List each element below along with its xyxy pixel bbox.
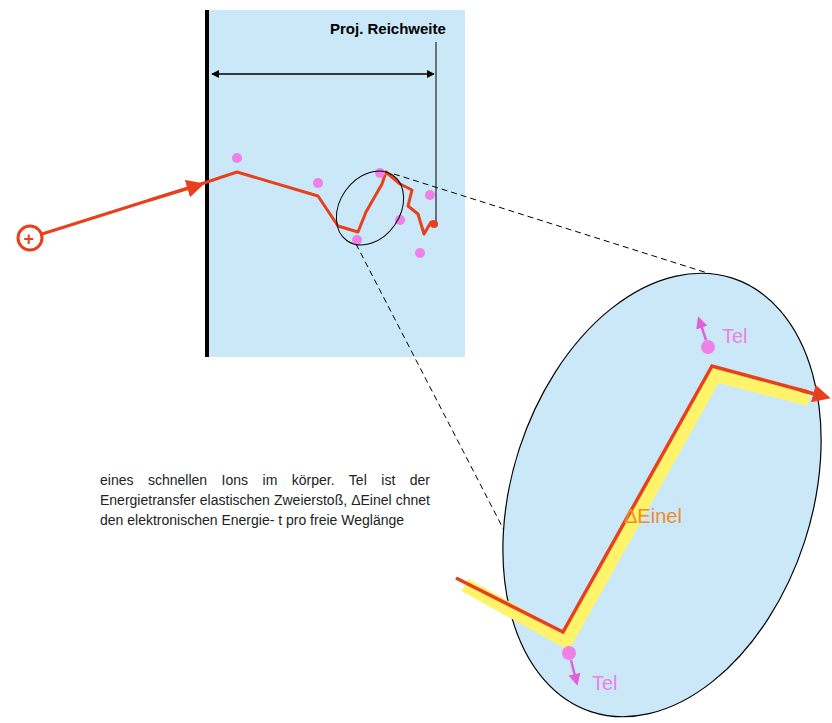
energy-transfer-label: Tel xyxy=(722,325,748,348)
magnified-ellipse xyxy=(449,232,832,723)
energy-loss-band xyxy=(465,375,809,641)
ion-arrow xyxy=(150,186,196,200)
dimension-label: Proj. Reichweite xyxy=(330,20,446,37)
recoil-arrow xyxy=(700,322,706,340)
stop-point xyxy=(430,220,438,228)
magnified-trajectory xyxy=(456,366,808,632)
zoom-ellipse xyxy=(322,158,417,258)
recoil-arrow xyxy=(571,660,576,680)
energy-transfer-label: Tel xyxy=(592,672,618,695)
recoil-atoms xyxy=(232,153,435,258)
range-arrow xyxy=(212,73,434,75)
ion-trajectory xyxy=(207,172,434,234)
range-end-line xyxy=(436,42,437,222)
exit-arrow xyxy=(800,390,822,396)
energy-loss-label: ΔEinel xyxy=(624,505,682,528)
recoil-atom xyxy=(562,646,576,660)
ion-path xyxy=(42,182,207,234)
ion-charge: + xyxy=(24,229,35,250)
solid-block xyxy=(207,10,465,357)
ion-symbol xyxy=(18,226,42,250)
figure-caption: eines schnellen Ions im körper. Tel ist … xyxy=(100,470,430,530)
zoom-line xyxy=(394,174,717,276)
recoil-atom xyxy=(701,340,715,354)
